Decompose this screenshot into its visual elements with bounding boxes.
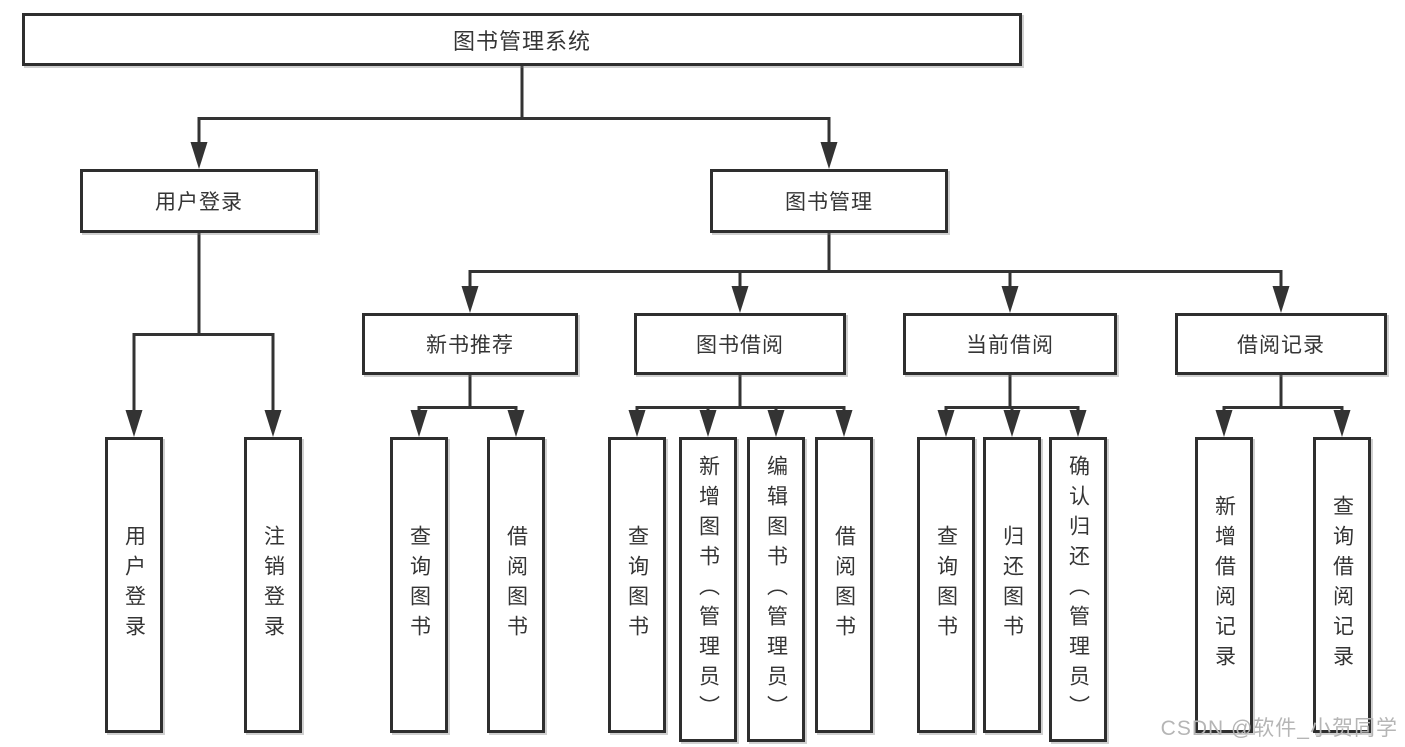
arrow-down-icon [820,142,838,169]
node-new-book-recommend: 新书推荐 [362,313,578,375]
leaf-query-books-recommend: 查询图书 [390,437,448,733]
arrow-down-icon [1272,286,1290,313]
csdn-watermark: CSDN @软件_小贺同学 [1160,717,1398,740]
node-library-system: 图书管理系统 [22,13,1022,66]
leaf-query-borrow-record: 查询借阅记录 [1313,437,1371,733]
arrow-down-icon [835,410,853,437]
leaf-borrow-books-recommend: 借阅图书 [487,437,545,733]
node-current-borrowing: 当前借阅 [903,313,1117,375]
leaf-logout: 注销登录 [244,437,302,733]
arrow-down-icon [1333,410,1351,437]
arrow-down-icon [699,410,717,437]
arrow-down-icon [507,410,525,437]
arrow-down-icon [1069,410,1087,437]
arrow-down-icon [628,410,646,437]
arrowheads [125,142,1351,437]
node-borrowing-records: 借阅记录 [1175,313,1387,375]
leaf-return-books: 归还图书 [983,437,1041,733]
leaf-borrow-books: 借阅图书 [815,437,873,733]
arrow-down-icon [731,286,749,313]
leaf-user-login: 用户登录 [105,437,163,733]
arrow-down-icon [264,410,282,437]
leaf-query-books-borrowing: 查询图书 [608,437,666,733]
arrow-down-icon [1003,410,1021,437]
leaf-add-books-admin: 新增图书（管理员） [679,437,737,742]
leaf-edit-books-admin: 编辑图书（管理员） [747,437,805,742]
node-book-management: 图书管理 [710,169,948,233]
arrow-down-icon [767,410,785,437]
arrow-down-icon [190,142,208,169]
arrow-down-icon [937,410,955,437]
arrow-down-icon [461,286,479,313]
leaf-confirm-return-admin: 确认归还（管理员） [1049,437,1107,742]
arrow-down-icon [1001,286,1019,313]
leaf-add-borrow-record: 新增借阅记录 [1195,437,1253,733]
arrow-down-icon [1215,410,1233,437]
leaf-query-books-current: 查询图书 [917,437,975,733]
arrow-down-icon [125,410,143,437]
node-user-login: 用户登录 [80,169,318,233]
arrow-down-icon [410,410,428,437]
node-book-borrowing: 图书借阅 [634,313,846,375]
